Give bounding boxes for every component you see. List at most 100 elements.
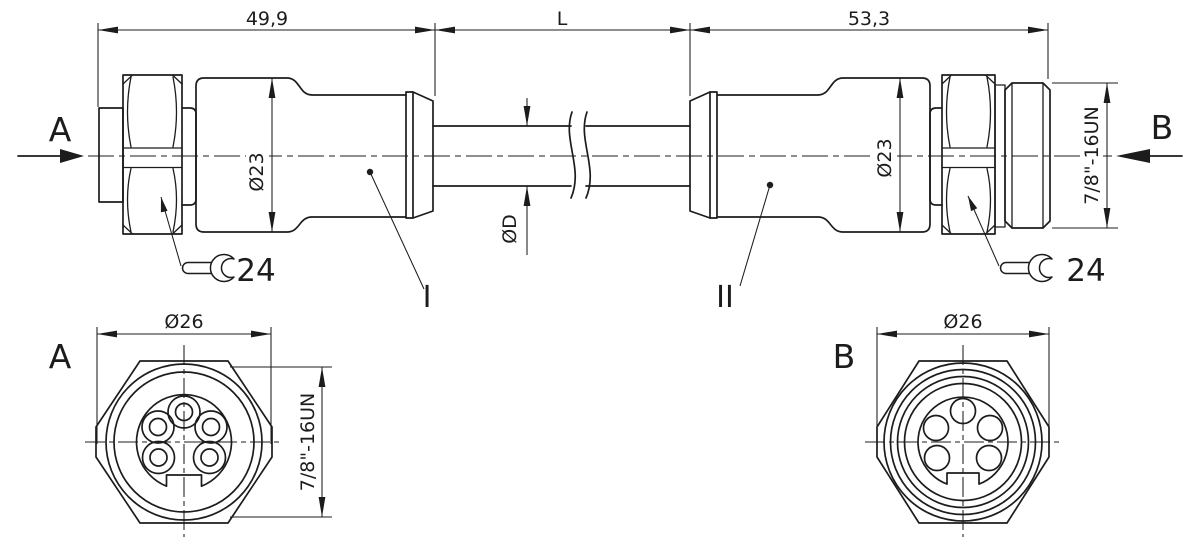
break-line [568,111,576,199]
hex-flange-outline [876,360,1050,524]
arrowhead [1103,208,1111,228]
strain-relief-taper [689,91,711,219]
dim-dia-cable: ØD [499,214,521,244]
dim-thread-label: 7/8"-16UN [1081,106,1103,204]
dim-dia-outer-b: Ø26 [943,311,982,333]
ref-label-i: I [423,280,432,315]
arrowhead [690,26,710,34]
break-line [583,111,591,199]
arrowhead [1029,330,1049,338]
arrowhead [268,78,276,98]
wrench-callout-a: 24 [160,196,276,289]
socket-contacts [141,395,228,475]
connector-b-side-view [689,74,1051,235]
gland-ring [929,107,943,206]
arrowhead [318,367,326,387]
view-direction-b: B [1116,108,1183,163]
arrowhead [877,330,897,338]
dim-dia-outer-a: Ø26 [164,311,203,333]
hex-nut [122,74,183,235]
text-mask [246,149,269,195]
label-a: A [49,110,72,149]
arrowhead [1028,26,1048,34]
strain-relief-collar [709,91,718,219]
top-dimension-chain: 49,9 L 53,3 [97,8,1049,107]
thread-circle-outer [105,363,263,521]
arrowhead [896,212,904,232]
arrowhead [98,26,118,34]
insert-face-with-keyway [135,393,233,488]
arrowhead [160,197,168,213]
arrowhead [670,26,690,34]
ref-leader-i: I [366,168,432,315]
thread-circle-4 [903,382,1023,502]
extension-lines [876,327,1050,444]
front-cap [98,107,124,203]
arrow-icon [1116,149,1150,163]
dim-dia-body-a: Ø23 [246,152,268,191]
dim-dia-body-b: Ø23 [874,138,896,177]
cable-outline-right [585,125,691,187]
extension-lines [230,366,332,518]
front-view-b: B Ø26 [833,311,1062,537]
arrowhead [97,330,117,338]
dim-thread-side: 7/8"-16UN [1052,82,1118,229]
arrowhead [523,186,531,206]
hex-nut-chamfer-arcs [126,76,178,233]
leader-line [739,184,771,287]
insert-face-with-keyway [917,396,1009,485]
wrench-size-b: 24 [1066,253,1105,289]
text-mask [874,135,897,181]
hex-nut-chamfer-arcs [945,76,992,233]
hex-nut [941,74,996,235]
wrench-callout-b: 24 [967,195,1106,289]
dim-body-dia-b: Ø23 [874,78,904,232]
hex-flange-outline [95,360,273,524]
cable [432,111,691,199]
dim-thread-front-a: 7/8"-16UN [230,366,332,518]
dim-thread-label-front: 7/8"-16UN [297,393,319,491]
dim-cable-dia: ØD [499,98,531,255]
dim-body-dia-a: Ø23 [246,78,276,232]
thread-chamfer-lines [1011,82,1044,229]
front-view-b-label: B [833,337,856,376]
arrowhead [968,196,978,212]
arrowhead [1103,83,1111,103]
arrowhead [268,212,276,232]
thread-circle-2 [889,368,1037,516]
connector-a-side-view [98,74,434,235]
connector-body [195,77,407,233]
hex-nut-corner-chamfers [941,74,996,235]
thread-circle-1 [883,362,1043,522]
wrench-icon [181,253,235,283]
hex-nut-facet-lines [122,147,183,169]
arrowhead [435,26,455,34]
text-mask [1082,103,1103,209]
connector-body [716,77,931,233]
leader-line [369,171,425,290]
front-view-a: A Ø26 7/8"-16UN [49,311,332,537]
hex-nut-facet-lines [941,147,996,169]
ref-label-ii: II [716,280,734,315]
thread-circle-inner [113,371,255,513]
dim-length-cable: L [557,8,568,30]
front-view-a-label: A [49,337,72,376]
pin-contacts [922,397,1004,472]
dim-length-connector-b: 53,3 [848,8,890,30]
cable-outline-left [432,125,572,187]
wrench-icon [999,253,1053,283]
arrowhead [415,26,435,34]
arrowhead [318,497,326,517]
wrench-size-a: 24 [236,253,275,289]
view-direction-a: A [17,110,84,163]
hex-nut-corner-chamfers [122,74,183,235]
strain-relief-taper [412,91,434,219]
arrowhead [251,330,271,338]
strain-relief-collar [405,91,414,219]
label-b: B [1151,108,1174,147]
dim-length-connector-a: 49,9 [246,8,288,30]
arrowhead [896,78,904,98]
thread-circle-3 [896,375,1030,509]
